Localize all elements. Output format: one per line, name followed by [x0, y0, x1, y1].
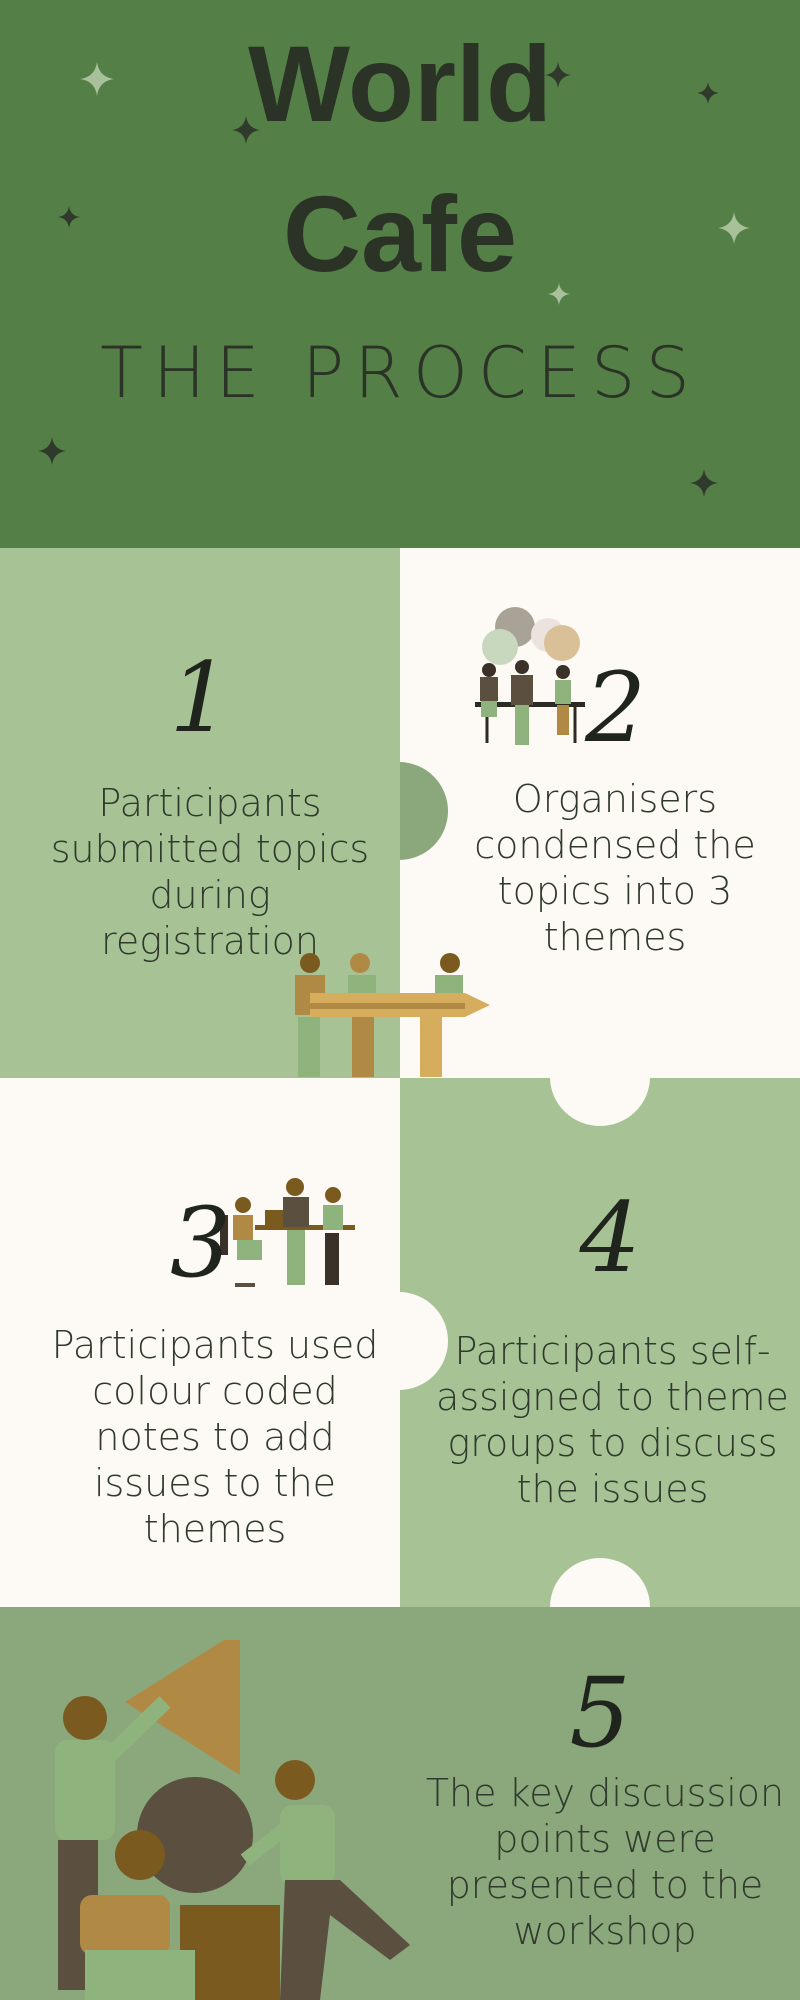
title-world: World	[248, 23, 552, 144]
people-carrying-pencil-illustration	[295, 953, 490, 1077]
step-2-text: Organisers condensed the topics into 3 t…	[474, 777, 756, 959]
step-2-number: 2	[585, 652, 647, 764]
subtitle: THE PROCESS	[100, 332, 700, 414]
step-5-number: 5	[569, 1657, 631, 1769]
step-1-text: Participants submitted topics during reg…	[50, 781, 370, 963]
team-at-laptop-illustration	[220, 1178, 355, 1287]
title-cafe: Cafe	[282, 173, 518, 294]
sparkle-star-icon	[690, 469, 718, 497]
step-1-panel	[0, 548, 400, 1078]
team-discussion-illustration	[475, 607, 585, 745]
puzzle-knob	[550, 1028, 650, 1126]
building-shapes-illustration	[55, 1640, 410, 2000]
step-3-text: Participants used colour coded notes to …	[51, 1323, 379, 1551]
step-3-number: 3	[170, 1187, 232, 1299]
step-4-number: 4	[579, 1182, 641, 1294]
step-2-panel	[400, 548, 800, 1078]
step-3-panel	[0, 1078, 400, 1607]
header-banner: World Cafe THE PROCESS	[0, 0, 800, 548]
sparkle-star-icon	[38, 437, 66, 465]
step-4-text: Participants self-assigned to theme grou…	[436, 1329, 789, 1511]
step-1-number: 1	[169, 642, 231, 754]
step-5-text: The key discussion points were presented…	[425, 1771, 785, 1953]
step-4-panel	[400, 1078, 800, 1607]
